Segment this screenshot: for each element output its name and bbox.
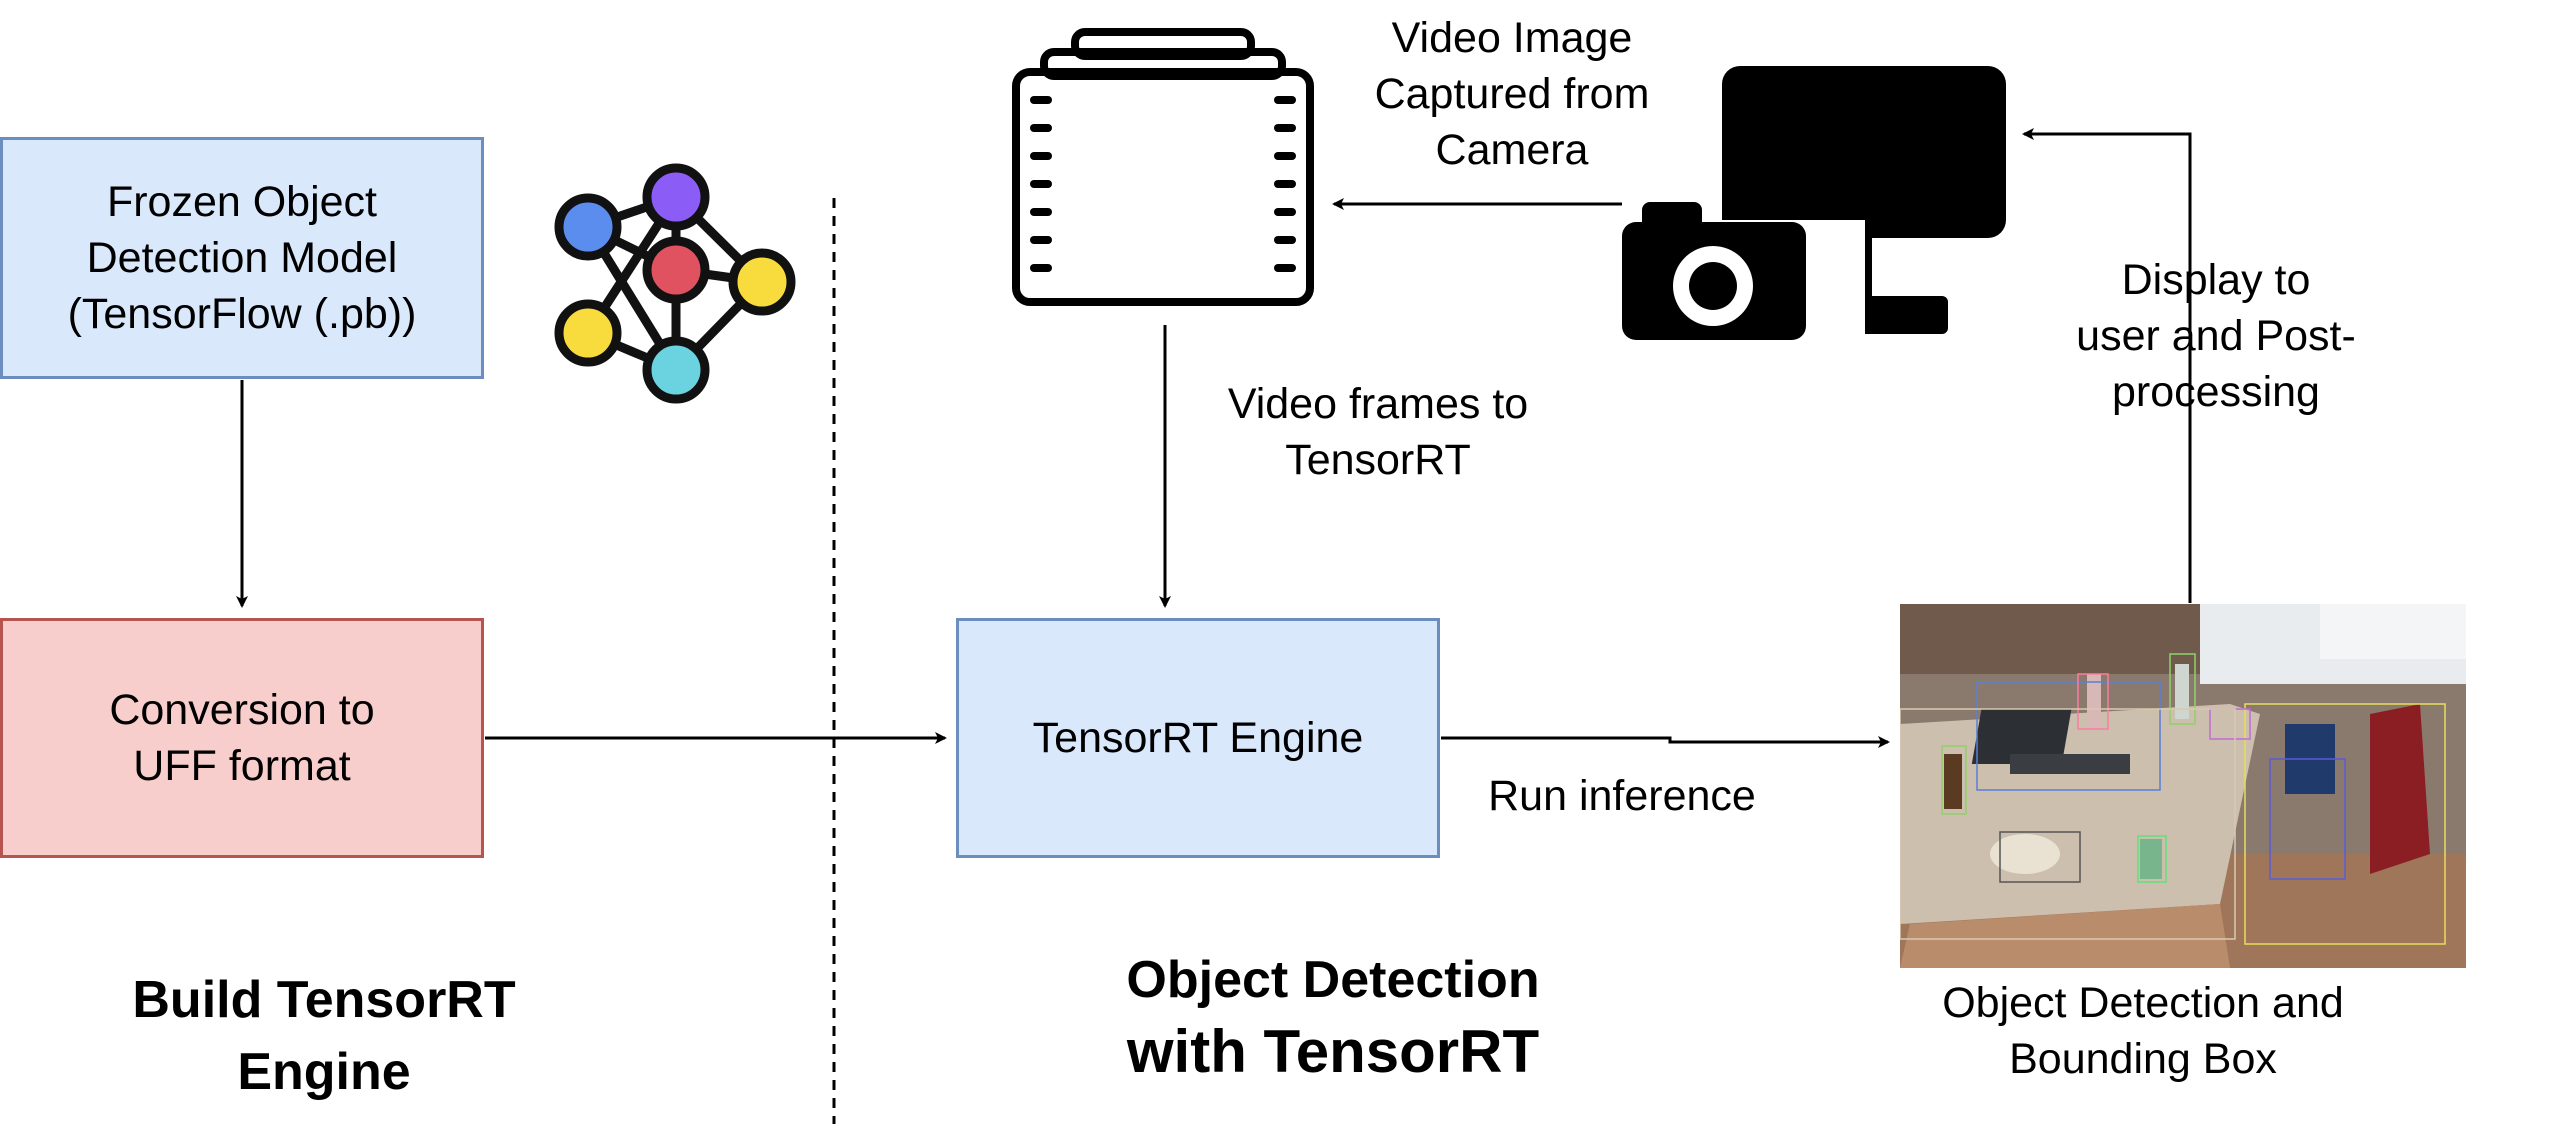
arrow-photo-to-monitor (2022, 128, 2192, 603)
build-title-line1: Build TensorRT (132, 971, 516, 1029)
video-frames-label: Video frames to TensorRT (1178, 376, 1578, 488)
frozen-model-line2: Detection Model (86, 234, 398, 282)
tensorrt-engine-box: TensorRT Engine (956, 618, 1440, 858)
frozen-model-line1: Frozen Object (106, 178, 378, 226)
frozen-model-line3: (TensorFlow (.pb)) (67, 290, 417, 338)
neural-network-icon (554, 163, 796, 404)
video-image-captured-label: Video Image Captured from Camera (1312, 10, 1712, 178)
captured-line2: Captured from (1374, 70, 1650, 118)
video-frames-line2: TensorRT (1285, 436, 1471, 484)
monitor-camera-icon (1622, 66, 2006, 362)
arrow-engine-to-photo (1441, 736, 1890, 748)
tensorrt-engine-label: TensorRT Engine (1032, 714, 1364, 762)
conversion-line1: Conversion to (109, 686, 375, 734)
od-title-line1: Object Detection (1126, 951, 1540, 1009)
display-line2: user and Post- (2076, 312, 2356, 360)
od-section-title: Object Detection with TensorRT (1083, 944, 1583, 1088)
detection-result-image (1900, 604, 2466, 968)
display-label: Display to user and Post- processing (2016, 252, 2416, 420)
od-title-line2: with TensorRT (1126, 1018, 1540, 1085)
frozen-model-box: Frozen Object Detection Model (TensorFlo… (0, 137, 484, 379)
display-line1: Display to (2121, 256, 2311, 304)
detection-caption-line2: Bounding Box (2009, 1035, 2277, 1083)
captured-line1: Video Image (1391, 14, 1633, 62)
detection-caption-line1: Object Detection and (1942, 979, 2344, 1027)
video-frames-line1: Video frames to (1227, 380, 1529, 428)
build-section-title: Build TensorRT Engine (84, 964, 564, 1108)
film-frames-icon (1012, 28, 1314, 306)
run-inference-label: Run inference (1462, 768, 1782, 824)
conversion-box: Conversion to UFF format (0, 618, 484, 858)
conversion-line2: UFF format (133, 742, 351, 790)
display-line3: processing (2112, 368, 2320, 416)
captured-line3: Camera (1435, 126, 1589, 174)
detection-scene (1900, 604, 2466, 968)
detection-caption: Object Detection and Bounding Box (1883, 975, 2403, 1087)
build-title-line2: Engine (237, 1043, 411, 1101)
run-inference-text: Run inference (1488, 772, 1756, 820)
